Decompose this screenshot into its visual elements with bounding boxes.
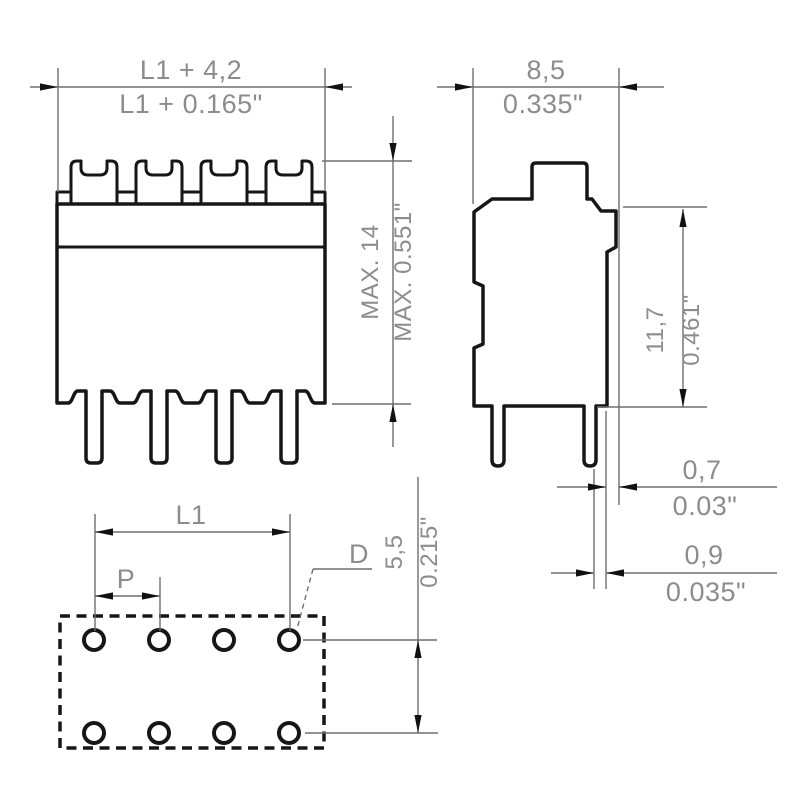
dim-label-imperial: 0.035"	[666, 577, 746, 607]
dim-hole-diameter: D	[296, 539, 372, 630]
arrowhead	[679, 209, 687, 227]
arrowhead	[95, 592, 113, 600]
hole-bottom-3	[212, 721, 236, 745]
arrowhead	[414, 640, 422, 658]
side-view	[472, 161, 618, 468]
arrowhead	[576, 569, 594, 577]
dim-front-width: L1 + 4,2 L1 + 0.165"	[30, 55, 352, 192]
arrowhead	[414, 715, 422, 733]
arrowhead	[619, 83, 637, 91]
dim-label-metric: 8,5	[526, 55, 565, 85]
arrowhead	[95, 528, 113, 536]
dim-label-metric: MAX. 14	[357, 224, 384, 320]
front-tab-4	[264, 159, 314, 206]
arrowhead	[142, 592, 160, 600]
arrowhead	[455, 83, 473, 91]
hole-top-1	[82, 628, 106, 652]
front-body	[55, 202, 327, 465]
dim-side-height: 11,7 0.461"	[597, 206, 707, 408]
dim-label: P	[117, 564, 136, 594]
dim-pin-thickness: 0,7 0.03"	[557, 411, 777, 589]
arrowhead	[272, 528, 290, 536]
dim-label-imperial: 0.335"	[503, 89, 583, 119]
dim-hole-row-spacing: 5,5 0.215"	[303, 477, 443, 734]
arrowhead	[619, 483, 637, 491]
dim-label: D	[349, 539, 369, 569]
front-tab-2	[134, 159, 184, 206]
dim-label-imperial: 0.461"	[678, 294, 705, 366]
footprint-board-outline	[58, 614, 326, 750]
dim-label-imperial: MAX. 0.551"	[390, 202, 417, 341]
dim-label-imperial: L1 + 0.165"	[119, 89, 262, 119]
arrowhead	[389, 143, 397, 161]
arrowhead	[588, 483, 606, 491]
dim-label-metric: 0,7	[682, 455, 721, 485]
dim-label-imperial: 0.215"	[416, 516, 443, 588]
arrowhead	[389, 404, 397, 422]
front-tab-3	[199, 159, 249, 206]
dim-pin-width: 0,9 0.035"	[551, 540, 777, 607]
hole-bottom-2	[147, 721, 171, 745]
dim-label-metric: L1 + 4,2	[140, 55, 242, 85]
arrowhead	[606, 569, 624, 577]
dim-label-metric: 0,9	[684, 540, 723, 570]
side-body	[472, 161, 618, 468]
hole-top-2	[147, 628, 171, 652]
dim-label: L1	[175, 500, 206, 530]
dim-front-height: MAX. 14 MAX. 0.551"	[322, 116, 417, 447]
dim-label-metric: 5,5	[381, 535, 408, 570]
front-view	[55, 159, 327, 465]
arrowhead	[325, 83, 343, 91]
front-tab-1	[69, 159, 119, 206]
footprint-view	[58, 614, 326, 750]
hole-top-3	[212, 628, 236, 652]
dim-label-metric: 11,7	[642, 307, 669, 354]
hole-bottom-1	[82, 721, 106, 745]
dim-pitch: P	[95, 564, 161, 631]
hole-top-4	[277, 628, 301, 652]
hole-bottom-4	[277, 721, 301, 745]
dim-side-width: 8,5 0.335"	[437, 55, 664, 505]
arrowhead	[40, 83, 58, 91]
arrowhead	[679, 389, 687, 407]
leader-line-diagonal	[296, 568, 314, 630]
dim-pole-span: L1	[94, 500, 291, 631]
dim-label-imperial: 0.03"	[673, 491, 738, 521]
